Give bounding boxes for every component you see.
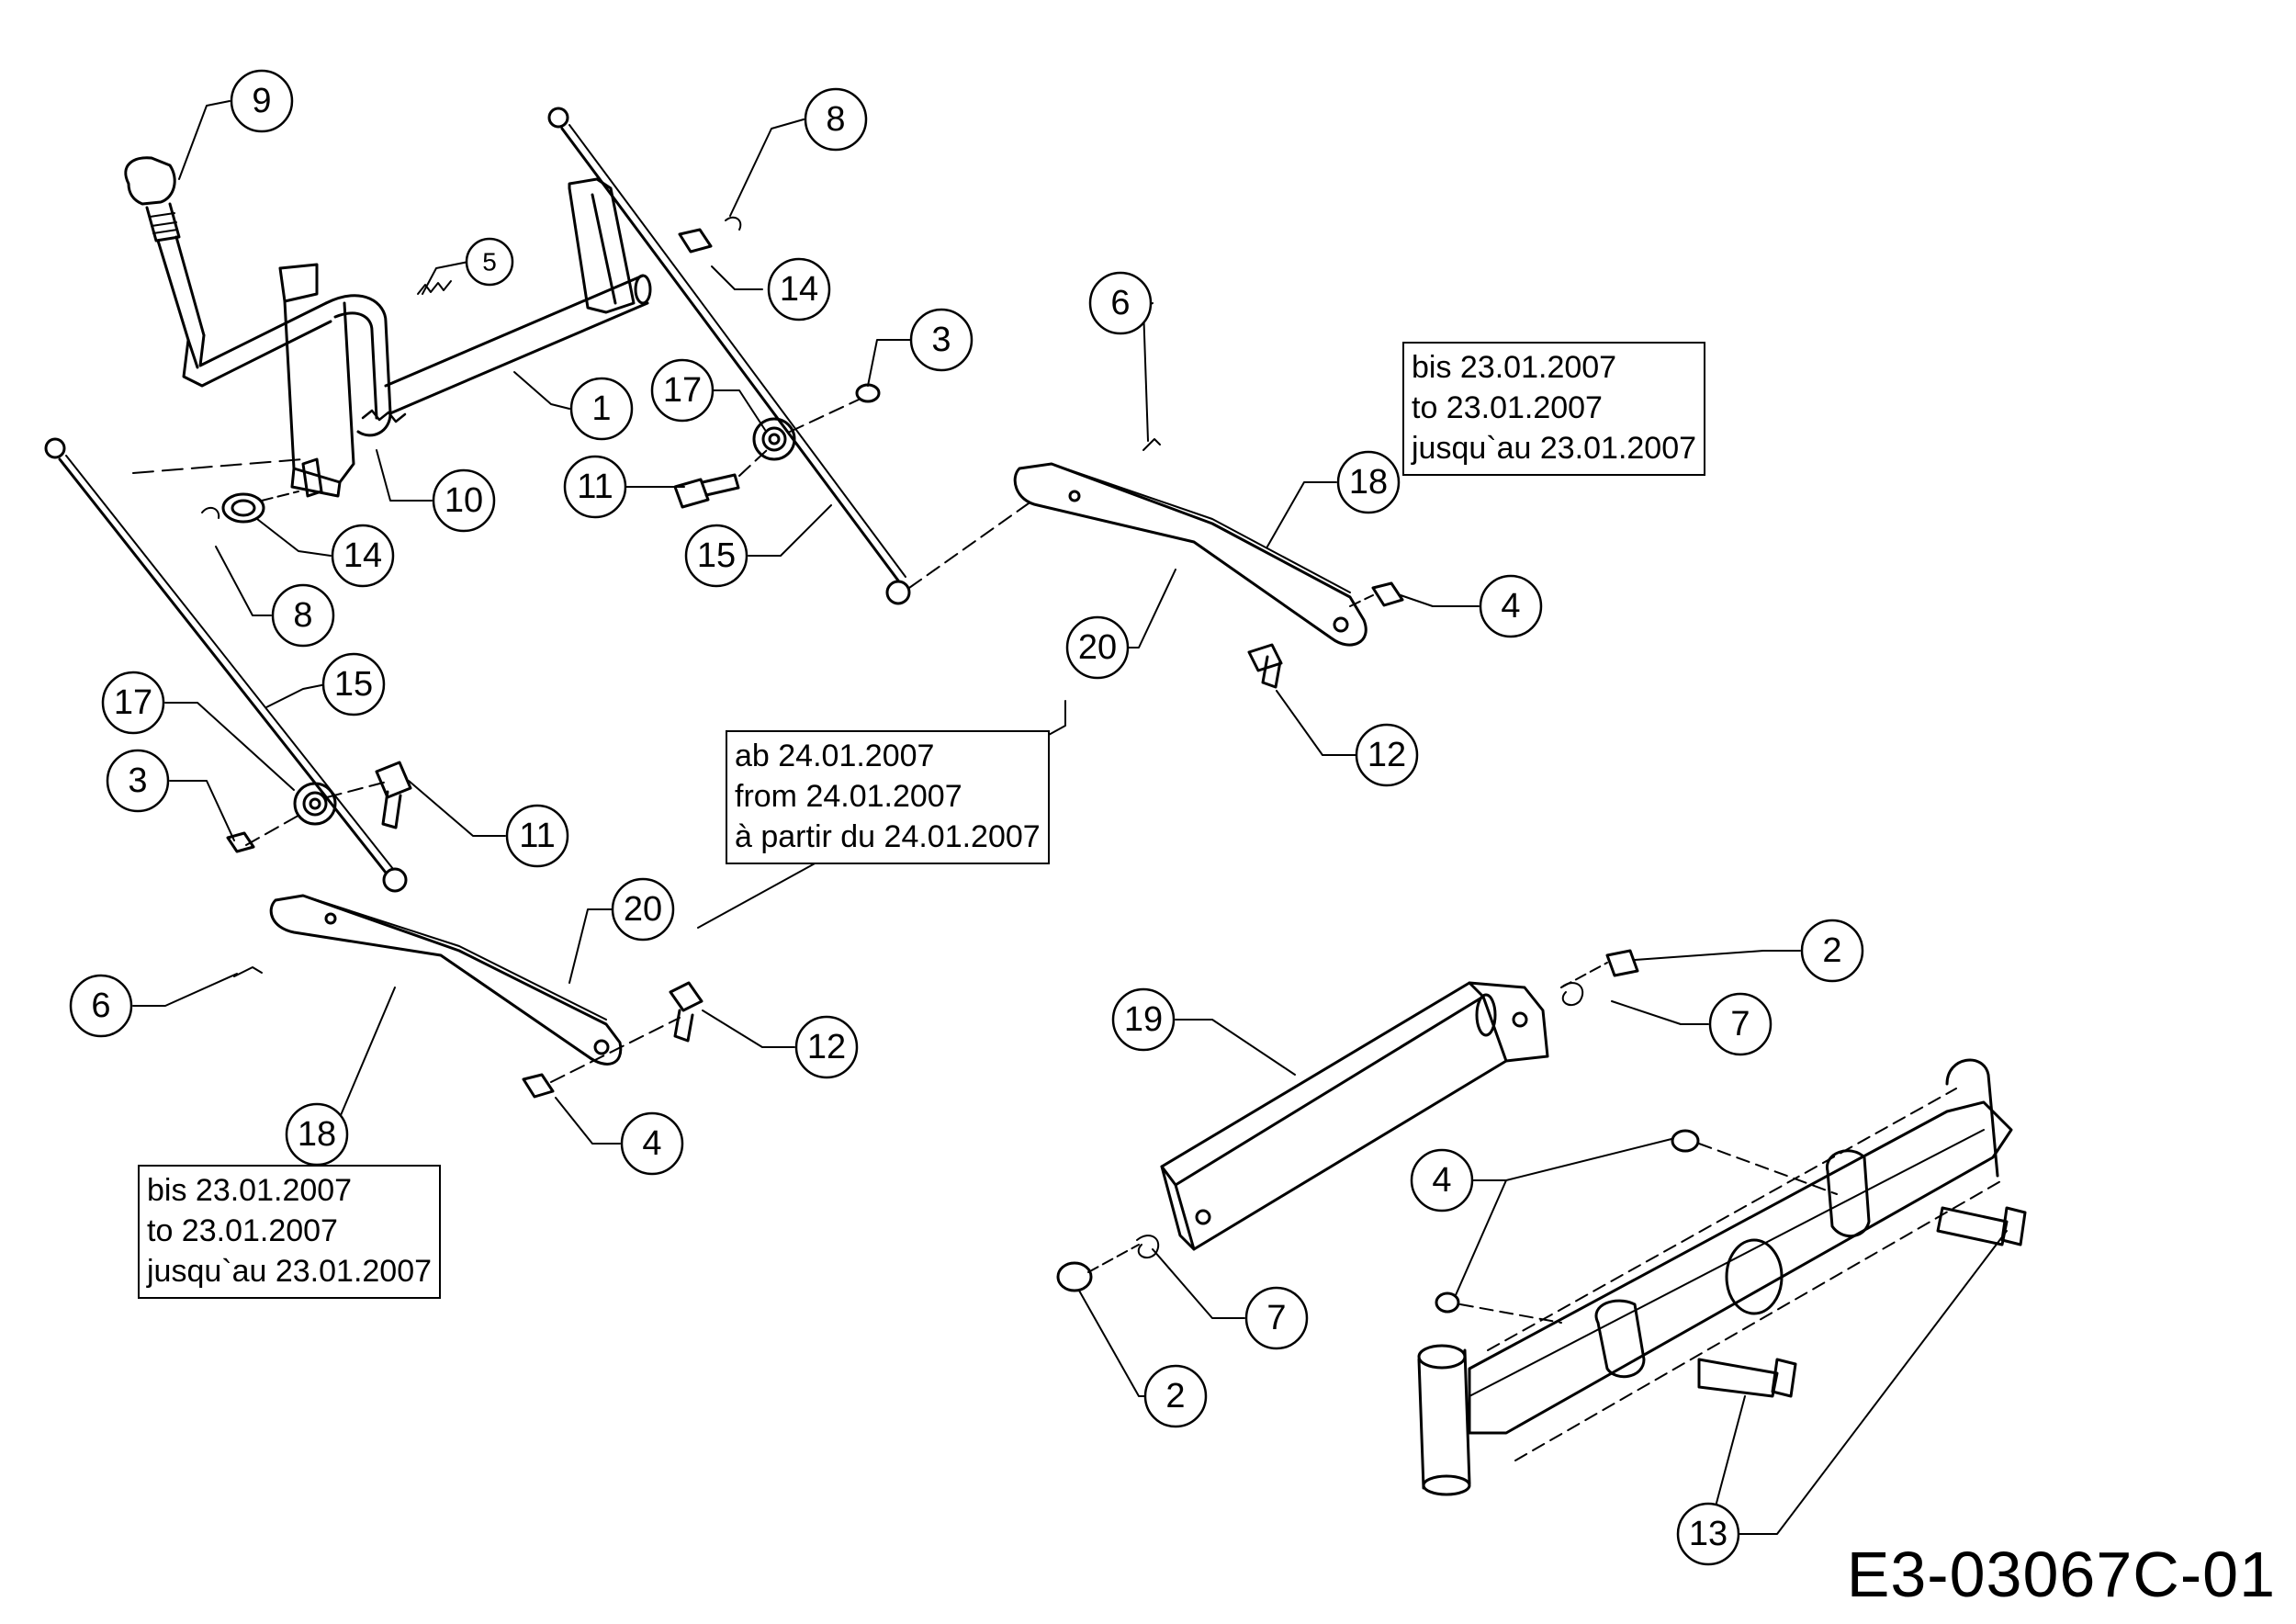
right-link-assembly (201, 107, 1404, 689)
callout-7: 7 (1730, 1005, 1750, 1043)
callout-15: 15 (697, 536, 736, 575)
callout-14: 14 (343, 536, 382, 575)
note-line: to 23.01.2007 (1412, 390, 1603, 425)
note-line: à partir du 24.01.2007 (735, 819, 1041, 854)
callout-numbers: 9 8 5 14 3 17 1 11 10 14 8 15 6 18 4 20 … (91, 82, 1841, 1553)
note-line: bis 23.01.2007 (147, 1173, 353, 1208)
drawing-code: E3-03067C-01 (1846, 1539, 2276, 1610)
callout-18: 18 (298, 1115, 336, 1154)
callout-2: 2 (1822, 931, 1841, 970)
note-line: bis 23.01.2007 (1412, 350, 1617, 385)
callout-20: 20 (624, 890, 662, 929)
note-line: to 23.01.2007 (147, 1213, 338, 1248)
date-note-bottom-left: bis 23.01.2007 to 23.01.2007 jusqu`au 23… (138, 1165, 442, 1299)
callout-balloons (69, 69, 1864, 1566)
note-line: jusqu`au 23.01.2007 (1412, 431, 1697, 466)
callout-11: 11 (577, 468, 613, 506)
leader-lines (132, 100, 2008, 1535)
callout-14: 14 (780, 270, 818, 309)
note-line: jusqu`au 23.01.2007 (147, 1254, 433, 1289)
callout-2: 2 (1165, 1377, 1185, 1415)
lift-handle-assembly (124, 156, 652, 498)
date-note-top-right: bis 23.01.2007 to 23.01.2007 jusqu`au 23… (1402, 342, 1706, 476)
callout-18: 18 (1349, 463, 1388, 502)
callout-4: 4 (642, 1124, 661, 1163)
note-line: from 24.01.2007 (735, 779, 962, 814)
callout-1: 1 (591, 389, 611, 428)
callout-5: 5 (482, 248, 497, 276)
callout-3: 3 (128, 761, 147, 800)
callout-7: 7 (1266, 1299, 1286, 1337)
callout-6: 6 (91, 987, 110, 1025)
callout-11: 11 (519, 817, 555, 855)
callout-20: 20 (1078, 628, 1117, 667)
callout-8: 8 (826, 100, 845, 139)
callout-3: 3 (931, 321, 951, 359)
callout-12: 12 (807, 1028, 846, 1066)
callout-17: 17 (114, 683, 152, 722)
note-line: ab 24.01.2007 (735, 739, 935, 773)
callout-6: 6 (1110, 284, 1130, 322)
callout-15: 15 (334, 665, 373, 704)
callout-8: 8 (293, 596, 312, 635)
callout-10: 10 (445, 481, 483, 520)
callout-9: 9 (252, 82, 271, 120)
left-link-assembly (44, 437, 703, 1099)
callout-13: 13 (1689, 1515, 1728, 1553)
callout-4: 4 (1432, 1161, 1451, 1200)
front-axle-assembly (1056, 949, 2027, 1496)
callout-4: 4 (1501, 587, 1520, 626)
callout-17: 17 (663, 371, 702, 410)
callout-19: 19 (1124, 1000, 1163, 1039)
callout-12: 12 (1367, 736, 1406, 774)
date-note-middle: ab 24.01.2007 from 24.01.2007 à partir d… (726, 730, 1050, 864)
